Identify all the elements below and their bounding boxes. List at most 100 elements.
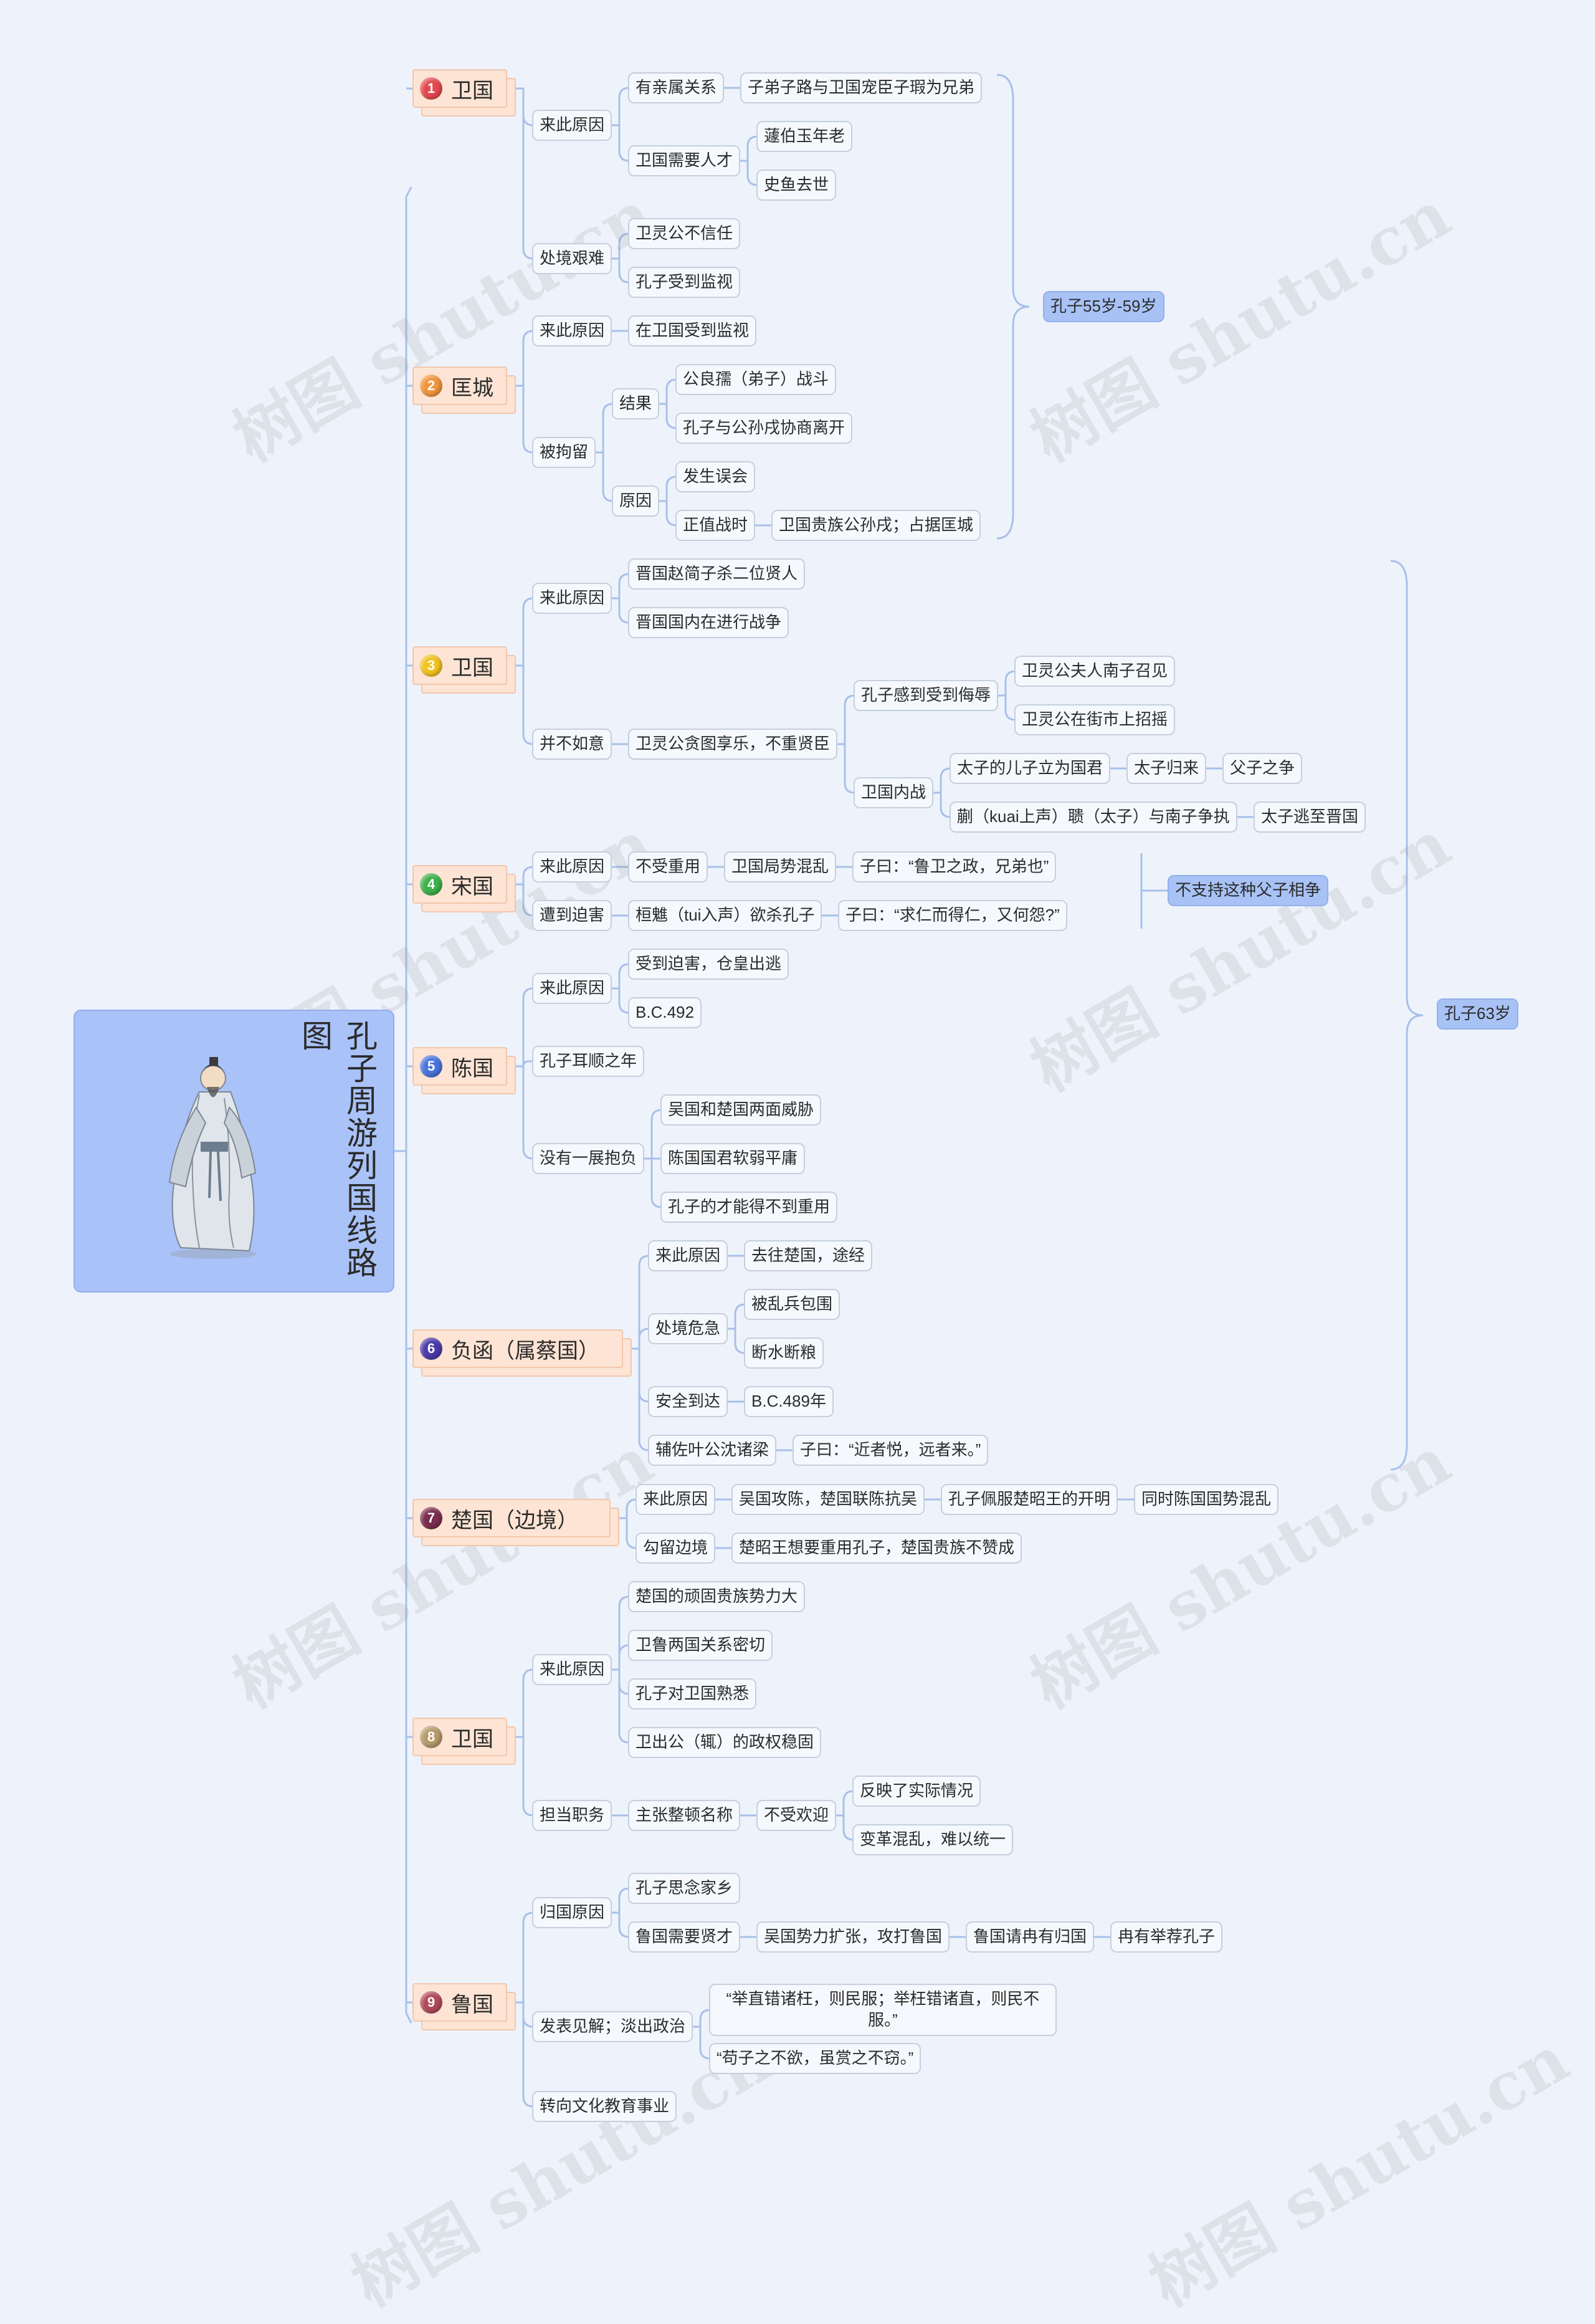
topic-node[interactable]: 子曰：“近者悦，远者来。” [793,1435,989,1466]
topic-node[interactable]: 子曰：“鲁卫之政，兄弟也” [852,851,1057,882]
topic-node[interactable]: 有亲属关系 [628,72,725,103]
topic-node[interactable]: 史鱼去世 [756,170,837,201]
topic-node[interactable]: 孔子与公孙戌协商离开 [675,413,853,444]
topic-node[interactable]: 断水断粮 [744,1337,824,1369]
topic-node[interactable]: 受到迫害，仓皇出逃 [628,949,789,980]
connector-line [728,1327,746,1354]
topic-node[interactable]: 太子逃至晋国 [1254,801,1366,833]
topic-node[interactable]: 来此原因 [648,1240,728,1271]
connector-line [659,476,677,502]
topic-node[interactable]: 卫国内战 [854,777,934,808]
topic-node[interactable]: B.C.489年 [744,1386,834,1417]
topic-node[interactable]: 被拘留 [532,437,596,468]
topic-node[interactable]: 被乱兵包围 [744,1289,840,1320]
topic-node[interactable]: 子曰：“求仁而得仁，又何怨?” [838,900,1067,931]
topic-node[interactable]: 卫国需要人才 [628,145,741,176]
topic-node[interactable]: 陈国国君软弱平庸 [660,1143,806,1174]
topic-node[interactable]: 吴国势力扩张，攻打鲁国 [756,1921,950,1953]
topic-node[interactable]: 子弟子路与卫国宠臣子瑕为兄弟 [740,72,983,103]
summary-tag[interactable]: 孔子63岁 [1437,998,1518,1030]
topic-node[interactable]: 不受重用 [628,851,708,882]
topic-node[interactable]: 晋国国内在进行战争 [628,607,789,638]
topic-node[interactable]: 卫鲁两国关系密切 [628,1630,773,1661]
topic-node[interactable]: 在卫国受到监视 [628,315,757,347]
topic-node[interactable]: 卫灵公在街市上招摇 [1014,704,1176,735]
topic-node[interactable]: “苟子之不欲，虽赏之不窃。” [709,2043,921,2074]
topic-node[interactable]: 来此原因 [532,315,612,347]
topic-node[interactable]: 卫出公（辄）的政权稳固 [628,1727,822,1758]
topic-node[interactable]: 孔子受到监视 [628,267,741,298]
topic-node[interactable]: 遭到迫害 [532,900,612,931]
topic-node[interactable]: 楚国的顽固贵族势力大 [628,1581,806,1612]
topic-node[interactable]: 公良孺（弟子）战斗 [675,364,837,395]
topic-node[interactable]: 孔子思念家乡 [628,1873,741,1904]
topic-node[interactable]: 归国原因 [532,1897,612,1928]
topic-node[interactable]: 楚昭王想要重用孔子，楚国贵族不赞成 [731,1533,1022,1564]
topic-node[interactable]: 去往楚国，途经 [744,1240,873,1271]
topic-node[interactable]: 太子归来 [1126,753,1207,784]
topic-node[interactable]: 发表见解；淡出政治 [532,2011,693,2042]
topic-node[interactable]: 吴国攻陈，楚国联陈抗吴 [731,1484,925,1515]
topic-node[interactable]: 主张整顿名称 [628,1800,741,1831]
topic-node[interactable]: 孔子的才能得不到重用 [660,1192,838,1223]
topic-node[interactable]: 原因 [612,485,660,517]
topic-node[interactable]: 变革混乱，难以统一 [852,1824,1014,1855]
topic-node[interactable]: 来此原因 [532,973,612,1004]
topic-node[interactable]: 冉有举荐孔子 [1110,1921,1223,1953]
topic-node[interactable]: 同时陈国国势混乱 [1134,1484,1279,1515]
topic-node[interactable]: 孔子佩服楚昭王的开明 [941,1484,1118,1515]
topic-node[interactable]: 孔子耳顺之年 [532,1046,645,1077]
topic-node[interactable]: “举直错诸枉，则民服；举枉错诸直，则民不服。” [709,1984,1057,2036]
topic-node[interactable]: 孔子感到受到侮辱 [854,680,999,711]
topic-node[interactable]: 蒯（kuai上声）聩（太子）与南子争执 [950,801,1237,833]
topic-node[interactable]: 辅佐叶公沈诸梁 [648,1435,777,1466]
topic-node[interactable]: 来此原因 [532,851,612,882]
topic-node[interactable]: 鲁国请冉有归国 [966,1921,1095,1953]
topic-node[interactable]: 鲁国需要贤才 [628,1921,741,1953]
topic-node[interactable]: 孔子对卫国熟悉 [628,1678,757,1710]
topic-node[interactable]: 不受欢迎 [756,1800,837,1831]
connector-line [516,385,534,454]
topic-node[interactable]: 卫灵公不信任 [628,218,741,249]
topic-node[interactable]: 蘧伯玉年老 [756,121,853,152]
topic-node[interactable]: 并不如意 [532,729,612,760]
topic-node[interactable]: 发生误会 [675,461,756,492]
topic-node[interactable]: 安全到达 [648,1386,728,1417]
topic-node[interactable]: 来此原因 [532,583,612,614]
topic-node[interactable]: 处境危急 [648,1313,728,1344]
topic-node[interactable]: 卫国局势混乱 [724,851,837,882]
topic-node[interactable]: 卫灵公贪图享乐，不重贤臣 [628,729,838,760]
topic-node[interactable]: 卫国贵族公孙戌；占据匡城 [771,510,981,541]
summary-tag[interactable]: 不支持这种父子相争 [1168,875,1329,906]
topic-node[interactable]: 没有一展抱负 [532,1143,645,1174]
root-topic[interactable]: 孔子周游列国线路图 [74,1010,394,1293]
topic-node[interactable]: 来此原因 [532,110,612,141]
topic-node[interactable]: 正值战时 [675,510,756,541]
topic-node[interactable]: 处境艰难 [532,243,612,274]
topic-node[interactable]: 勾留边境 [636,1533,716,1564]
topic-node[interactable]: 桓魋（tui入声）欲杀孔子 [628,900,822,931]
topic-node[interactable]: 父子之争 [1222,753,1303,784]
summary-tag[interactable]: 孔子55岁-59岁 [1043,291,1164,322]
topic-node[interactable]: B.C.492 [628,997,702,1028]
topic-node[interactable]: 转向文化教育事业 [532,2091,677,2122]
topic-node[interactable]: 来此原因 [636,1484,716,1515]
topic-node[interactable]: 结果 [612,388,660,419]
root-title: 孔子周游列国线路图 [297,1020,377,1279]
topic-node[interactable]: 晋国赵简子杀二位贤人 [628,558,806,590]
topic-node[interactable]: 反映了实际情况 [852,1776,981,1807]
topic-node[interactable]: 太子的儿子立为国君 [950,753,1111,784]
topic-node[interactable]: 来此原因 [532,1654,612,1685]
topic-node[interactable]: 卫灵公夫人南子召见 [1014,656,1176,687]
topic-node[interactable]: 担当职务 [532,1800,612,1831]
topic-node[interactable]: 吴国和楚国两面威胁 [660,1094,822,1126]
